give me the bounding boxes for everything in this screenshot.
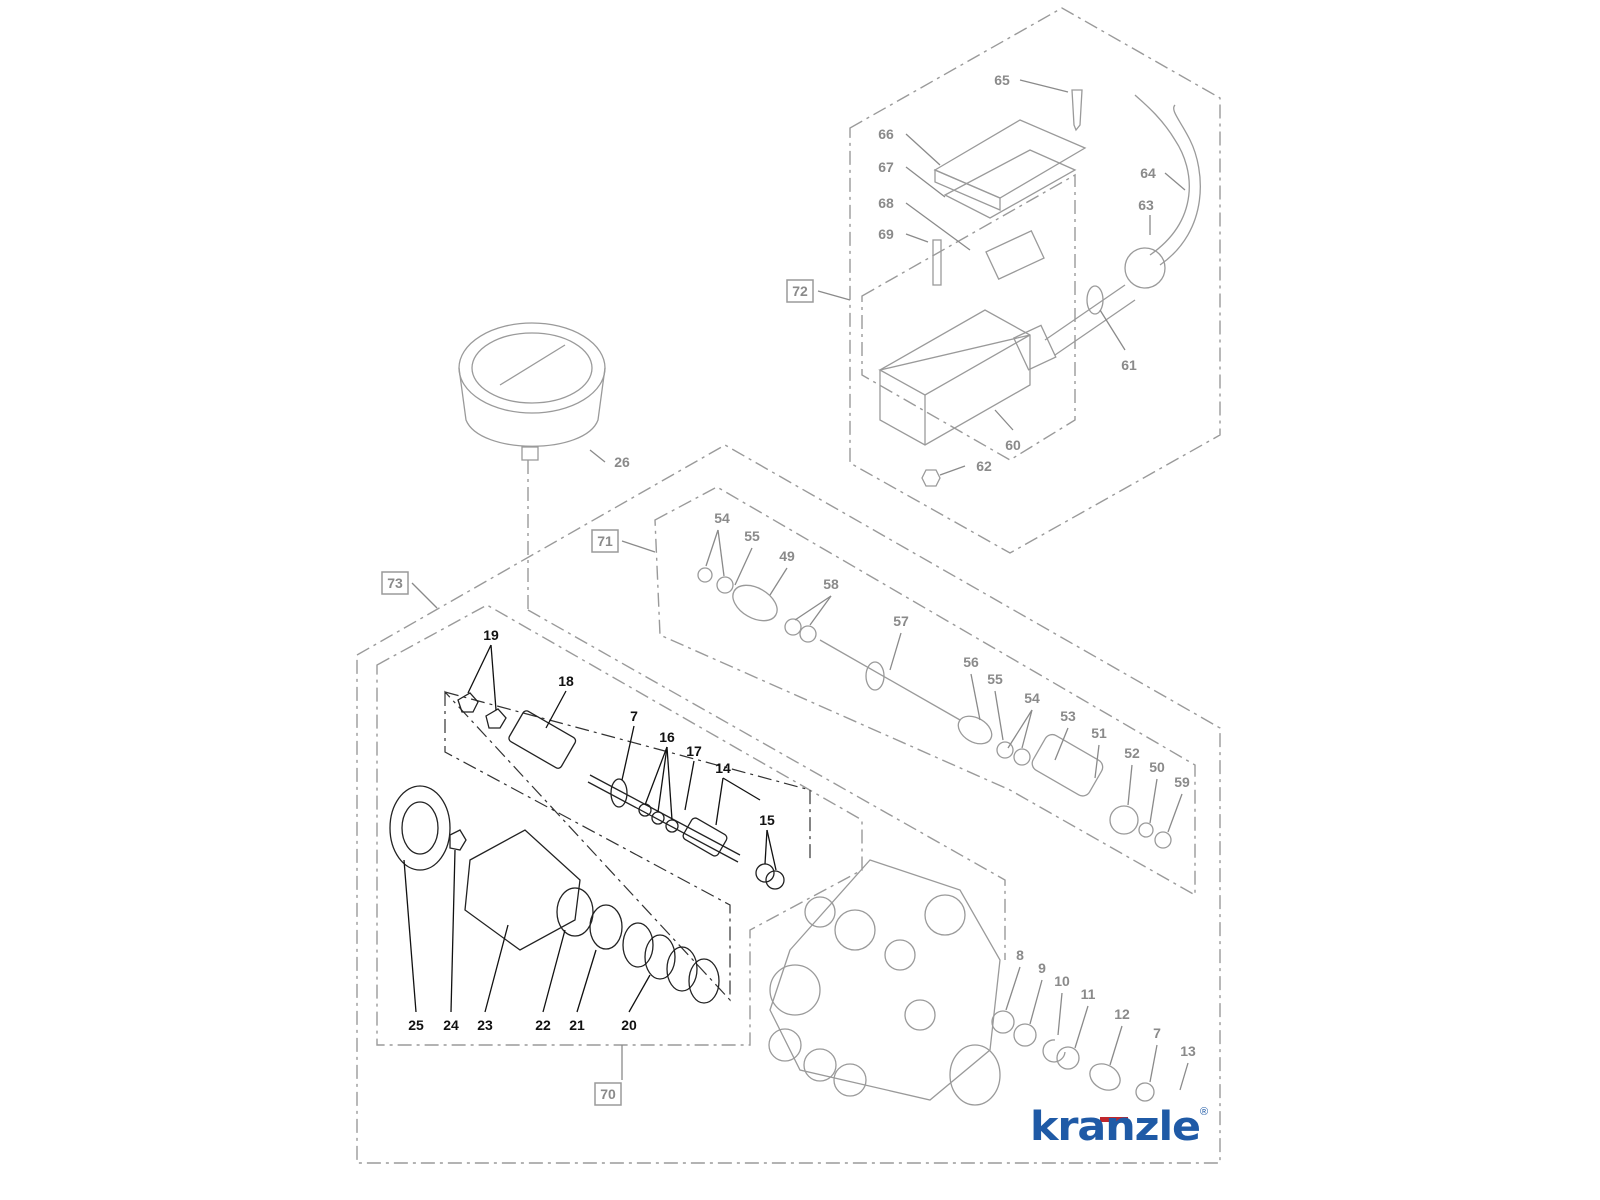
- pump-outlet-parts: [991, 1010, 1155, 1102]
- callout: 16: [659, 729, 675, 745]
- svg-text:70: 70: [600, 1086, 616, 1102]
- callout: 68: [878, 195, 894, 211]
- registered-mark: ®: [1200, 1106, 1208, 1118]
- callout: 53: [1060, 708, 1076, 724]
- callout: 55: [744, 528, 760, 544]
- switch-box-assembly: [878, 89, 1201, 487]
- logo-umlaut-bar: [1100, 1117, 1128, 1122]
- group-label-73: 73: [381, 571, 409, 595]
- group-70-boundary: [376, 604, 863, 1046]
- callouts-black: 19 18 7 16 17 14 15 25 24 23 22 21 20: [408, 627, 775, 1033]
- callout: 62: [976, 458, 992, 474]
- group-71-boundary: [654, 486, 1196, 897]
- group-label-70: 70: [594, 1082, 622, 1106]
- group-73-boundary: [356, 444, 1221, 1164]
- callout: 61: [1121, 357, 1137, 373]
- svg-text:73: 73: [387, 575, 403, 591]
- callouts-gray: 65 66 67 68 69 64 63 61 60 62 26 54 55 4…: [614, 72, 1196, 1059]
- callout: 17: [686, 743, 702, 759]
- callout: 50: [1149, 759, 1165, 775]
- group-72-boundary: [849, 7, 1221, 554]
- callout: 18: [558, 673, 574, 689]
- axis-line: [527, 609, 1006, 960]
- callout: 52: [1124, 745, 1140, 761]
- group-72-inner-boundary: [861, 173, 1076, 461]
- callout: 15: [759, 812, 775, 828]
- callout: 21: [569, 1017, 585, 1033]
- callout: 8: [1016, 947, 1024, 963]
- callout: 54: [1024, 690, 1040, 706]
- kranzle-logo: kranzle ®: [1030, 1104, 1208, 1150]
- group-label-71: 71: [591, 529, 619, 553]
- callout: 26: [614, 454, 630, 470]
- callout: 58: [823, 576, 839, 592]
- callout: 25: [408, 1017, 424, 1033]
- svg-text:71: 71: [597, 533, 613, 549]
- callout: 12: [1114, 1006, 1130, 1022]
- logo-text: kranzle: [1030, 1104, 1200, 1150]
- callout: 65: [994, 72, 1010, 88]
- callout: 49: [779, 548, 795, 564]
- callout: 67: [878, 159, 894, 175]
- callout: 24: [443, 1017, 459, 1033]
- callout: 64: [1140, 165, 1156, 181]
- callout: 51: [1091, 725, 1107, 741]
- callout: 9: [1038, 960, 1046, 976]
- callout: 63: [1138, 197, 1154, 213]
- group-inner-black-boundary: [444, 690, 731, 1002]
- valve-71-assembly: [697, 567, 1172, 849]
- callout: 19: [483, 627, 499, 643]
- callout: 10: [1054, 973, 1070, 989]
- group-label-72: 72: [786, 279, 814, 303]
- callout: 69: [878, 226, 894, 242]
- callout: 56: [963, 654, 979, 670]
- callout: 54: [714, 510, 730, 526]
- callout: 23: [477, 1017, 493, 1033]
- leader-lines-black: [403, 644, 777, 1013]
- callout: 14: [715, 760, 731, 776]
- pressure-gauge: [458, 322, 606, 461]
- callout: 60: [1005, 437, 1021, 453]
- callout: 66: [878, 126, 894, 142]
- svg-text:72: 72: [792, 283, 808, 299]
- leader-lines: [411, 79, 1189, 1091]
- callout: 55: [987, 671, 1003, 687]
- subgroup-boundary: [444, 691, 811, 860]
- callout: 7: [1153, 1025, 1161, 1041]
- callout: 7: [630, 708, 638, 724]
- callout: 22: [535, 1017, 551, 1033]
- callout: 13: [1180, 1043, 1196, 1059]
- pump-head-body: [768, 859, 1001, 1106]
- callout: 11: [1081, 986, 1096, 1002]
- callout: 57: [893, 613, 909, 629]
- callout: 59: [1174, 774, 1190, 790]
- unloader-valve-assembly: [389, 692, 785, 1004]
- callout: 20: [621, 1017, 637, 1033]
